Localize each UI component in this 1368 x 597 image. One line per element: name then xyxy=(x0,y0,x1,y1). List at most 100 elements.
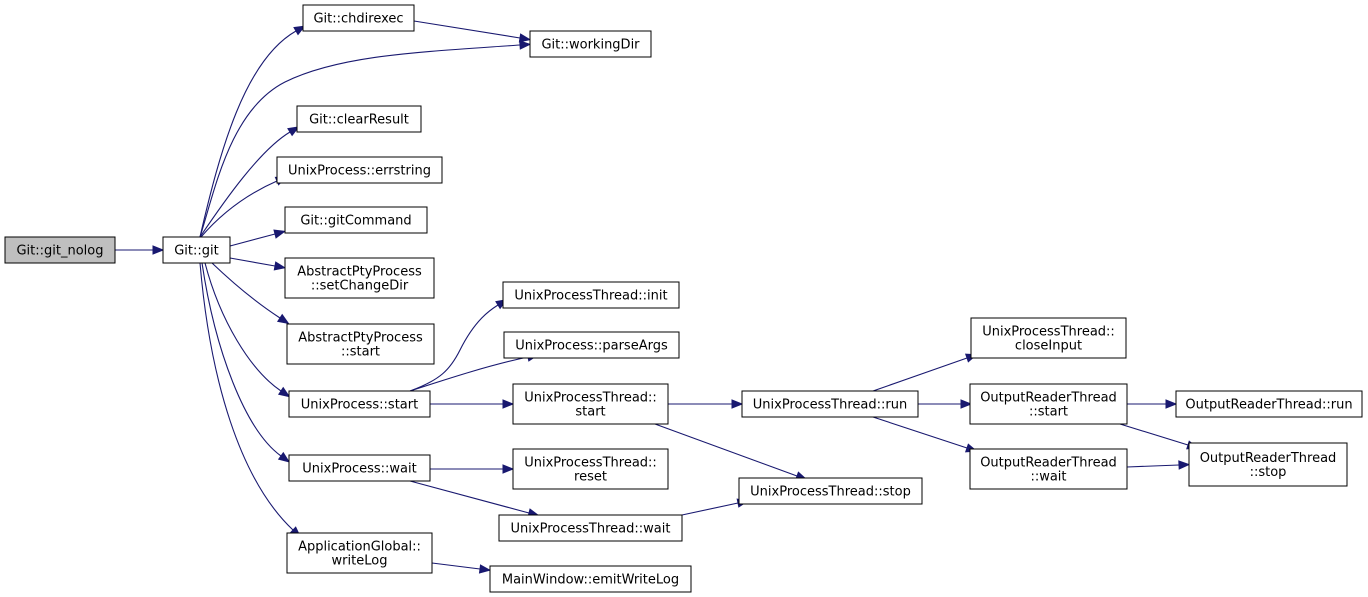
graph-node-applicationglobal-writelog[interactable]: ApplicationGlobal::writeLog xyxy=(286,532,433,574)
node-box xyxy=(512,448,669,490)
edge-line xyxy=(872,416,968,449)
node-box xyxy=(503,331,680,359)
node-box xyxy=(302,4,415,32)
graph-node-unixprocessthread-wait[interactable]: UnixProcessThread::wait xyxy=(498,514,683,542)
node-box xyxy=(741,390,919,418)
graph-node-git-workingdir[interactable]: Git::workingDir xyxy=(529,30,652,58)
graph-node-outputreaderthread-run[interactable]: OutputReaderThread::run xyxy=(1175,390,1363,418)
graph-node-unixprocessthread-stop[interactable]: UnixProcessThread::stop xyxy=(738,477,923,505)
node-label: UnixProcess::start xyxy=(301,398,418,413)
edge-n18-to-n21 xyxy=(918,399,973,409)
node-label: ApplicationGlobal:: xyxy=(298,540,421,555)
edge-n10-to-n15 xyxy=(430,464,515,474)
node-label: OutputReaderThread xyxy=(1200,451,1337,466)
node-label: Git::gitCommand xyxy=(300,214,411,229)
edge-line xyxy=(413,20,521,39)
edge-line xyxy=(409,356,529,392)
node-label: Git::git xyxy=(174,244,219,259)
node-label: UnixProcess::wait xyxy=(302,462,416,477)
node-box xyxy=(489,565,692,593)
edge-n21-to-n24 xyxy=(1119,423,1199,450)
edge-n22-to-n24 xyxy=(1126,460,1191,470)
graph-node-outputreaderthread-stop[interactable]: OutputReaderThread::stop xyxy=(1188,442,1348,487)
node-box xyxy=(969,448,1128,490)
graph-node-unixprocess-wait[interactable]: UnixProcess::wait xyxy=(288,454,431,482)
node-label: UnixProcessThread:: xyxy=(524,391,657,406)
node-label: AbstractPtyProcess xyxy=(297,265,422,280)
graph-node-unixprocess-start[interactable]: UnixProcess::start xyxy=(288,390,431,418)
arrowhead-icon xyxy=(152,245,165,255)
node-box xyxy=(1175,390,1363,418)
node-box xyxy=(288,454,431,482)
graph-node-git-git[interactable]: Git::git xyxy=(162,236,231,264)
node-label: writeLog xyxy=(332,554,388,569)
node-box xyxy=(1188,442,1348,487)
arrowhead-icon xyxy=(276,313,290,325)
graph-node-unixprocessthread-closeinput[interactable]: UnixProcessThread::closeInput xyxy=(970,317,1127,359)
node-label: ::start xyxy=(1029,405,1068,420)
edge-n11-to-n17 xyxy=(431,562,492,574)
edge-line xyxy=(201,262,282,457)
edge-n1-to-n4 xyxy=(199,126,300,238)
graph-node-unixprocess-errstring[interactable]: UnixProcess::errstring xyxy=(276,156,443,184)
node-box xyxy=(286,532,433,574)
graph-node-unixprocessthread-reset[interactable]: UnixProcessThread::reset xyxy=(512,448,669,490)
edge-n0-to-n1 xyxy=(115,245,165,255)
arrowhead-icon xyxy=(478,564,492,574)
edge-line xyxy=(681,502,739,516)
node-label: Git::workingDir xyxy=(541,38,640,53)
graph-node-git-chdirexec[interactable]: Git::chdirexec xyxy=(302,4,415,32)
node-label: UnixProcessThread::init xyxy=(514,289,667,304)
graph-node-unixprocessthread-run[interactable]: UnixProcessThread::run xyxy=(741,390,919,418)
graph-node-unixprocessthread-start[interactable]: UnixProcessThread::start xyxy=(512,383,669,425)
edge-n14-to-n18 xyxy=(668,399,744,409)
edge-line xyxy=(1126,464,1180,468)
graph-node-git-clearresult[interactable]: Git::clearResult xyxy=(296,105,422,133)
edge-n9-to-n14 xyxy=(430,399,515,409)
graph-node-unixprocess-parseargs[interactable]: UnixProcess::parseArgs xyxy=(503,331,680,359)
node-label: start xyxy=(575,405,605,420)
arrowhead-icon xyxy=(519,40,532,50)
arrowhead-icon xyxy=(1165,399,1178,409)
node-label: UnixProcessThread::run xyxy=(753,398,907,413)
arrowhead-icon xyxy=(518,33,532,43)
edge-n21-to-n23 xyxy=(1127,399,1178,409)
edge-n1-to-n3 xyxy=(199,40,532,238)
node-label: UnixProcessThread:: xyxy=(982,325,1115,340)
node-box xyxy=(296,105,422,133)
graph-node-mainwindow-emitwritelog[interactable]: MainWindow::emitWriteLog xyxy=(489,565,692,593)
node-label: ::start xyxy=(341,345,380,360)
graph-node-abstractptyprocess-start[interactable]: AbstractPtyProcess::start xyxy=(286,323,435,365)
graph-node-outputreaderthread-start[interactable]: OutputReaderThread::start xyxy=(969,383,1128,425)
arrowhead-icon xyxy=(293,25,306,36)
node-label: OutputReaderThread::run xyxy=(1185,398,1352,413)
edge-line xyxy=(211,262,281,319)
node-box xyxy=(502,281,680,309)
edge-n1-to-n11 xyxy=(199,262,302,538)
edge-line xyxy=(204,262,282,392)
edge-line xyxy=(409,304,499,392)
node-label: UnixProcessThread::stop xyxy=(750,485,911,500)
arrowhead-icon xyxy=(502,399,515,409)
graph-node-unixprocessthread-init[interactable]: UnixProcessThread::init xyxy=(502,281,680,309)
node-box xyxy=(284,206,428,234)
graph-node-abstractptyprocess-setchangedir[interactable]: AbstractPtyProcess::setChangeDir xyxy=(284,257,435,299)
arrowhead-icon xyxy=(277,386,291,398)
arrowhead-icon xyxy=(502,464,515,474)
edge-n1-to-n2 xyxy=(199,25,306,238)
node-label: UnixProcessThread::wait xyxy=(511,522,671,537)
node-box xyxy=(512,383,669,425)
node-label: ::stop xyxy=(1250,465,1287,480)
edge-line xyxy=(229,257,276,267)
edge-n1-to-n9 xyxy=(204,262,291,398)
edge-line xyxy=(199,30,297,238)
edge-line xyxy=(229,233,276,247)
node-label: Git::clearResult xyxy=(309,113,409,128)
node-box xyxy=(286,323,435,365)
graph-node-git-gitcommand[interactable]: Git::gitCommand xyxy=(284,206,428,234)
graph-node-outputreaderthread-wait[interactable]: OutputReaderThread::wait xyxy=(969,448,1128,490)
node-label: Git::chdirexec xyxy=(313,12,403,27)
graph-node-git-git-nolog[interactable]: Git::git_nolog xyxy=(4,236,116,264)
node-box xyxy=(529,30,652,58)
